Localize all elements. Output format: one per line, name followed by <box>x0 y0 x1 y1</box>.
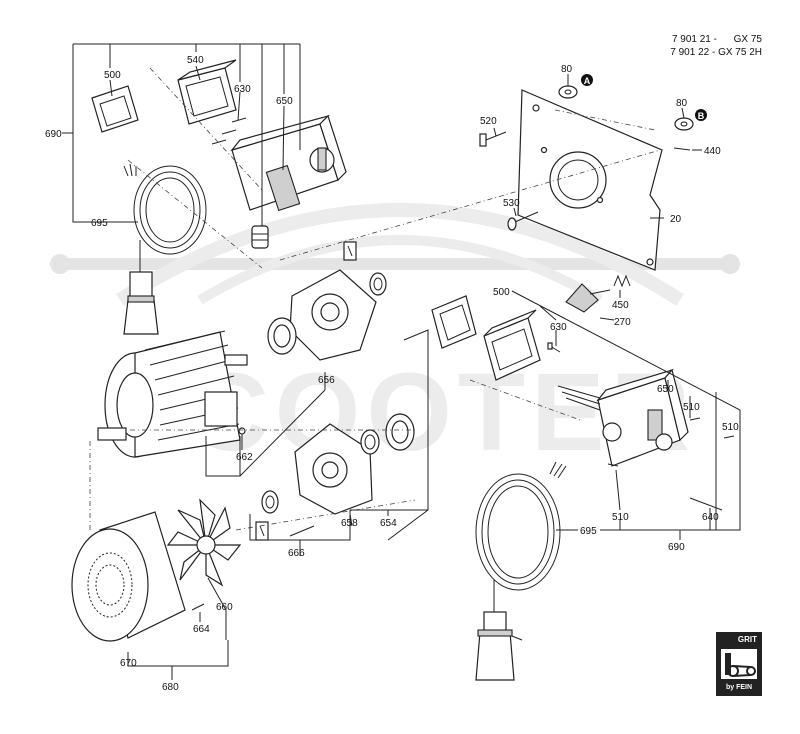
bearing-upper <box>267 317 297 355</box>
screw-666 <box>289 525 315 537</box>
bolt-520 <box>479 131 507 147</box>
grit-logo: GRIT by FEIN <box>716 632 762 696</box>
washer-80b <box>674 117 694 131</box>
screw-640 <box>689 497 723 511</box>
label-80a: 80 <box>561 64 573 75</box>
fan-cover-670 <box>71 511 186 642</box>
leader-lines <box>62 43 741 680</box>
label-500-top: 500 <box>104 70 121 81</box>
label-650-top: 650 <box>276 96 293 107</box>
plate-20 <box>517 89 663 271</box>
scooter-watermark: SCOOTER <box>50 203 740 474</box>
marker-b: B <box>698 111 705 121</box>
gasket-500-top <box>91 85 139 133</box>
plug-695-right <box>475 611 523 681</box>
label-640: 640 <box>702 512 719 523</box>
screws-630-top <box>211 117 247 145</box>
label-540: 540 <box>187 55 204 66</box>
screw-664 <box>191 603 205 611</box>
part-labels: 500 540 630 650 690 695 80 80 520 440 53… <box>45 55 739 693</box>
label-666: 666 <box>288 548 305 559</box>
screw-630-right <box>547 342 561 353</box>
bearing-lower <box>385 413 415 451</box>
switch-box-650-right <box>557 368 689 467</box>
label-20: 20 <box>670 214 682 225</box>
spring-450 <box>613 274 631 288</box>
label-80b: 80 <box>676 98 688 109</box>
logo-bottom-text: by FEIN <box>725 684 753 691</box>
cable-gland-top <box>251 225 269 249</box>
screw-440 <box>673 147 691 151</box>
box-right <box>483 309 541 381</box>
logo-top-text: GRIT <box>737 635 757 644</box>
shield-front-lower <box>294 423 373 515</box>
plug-695-top <box>123 271 159 335</box>
fan-660 <box>166 498 242 587</box>
label-658: 658 <box>341 518 358 529</box>
ring-666-side <box>261 490 279 514</box>
washer-80a <box>558 85 578 99</box>
label-690-top: 690 <box>45 129 62 140</box>
marker-a-icon: A <box>581 74 593 86</box>
cable-695-top <box>123 163 207 275</box>
label-270: 270 <box>614 317 631 328</box>
model-line-1: 7 901 21 - GX 75 <box>671 34 762 45</box>
label-450: 450 <box>612 300 629 311</box>
label-680: 680 <box>162 682 179 693</box>
label-530: 530 <box>503 198 520 209</box>
label-690-right: 690 <box>668 542 685 553</box>
label-500-right: 500 <box>493 287 510 298</box>
label-695-top: 695 <box>91 218 108 229</box>
bolt-530 <box>507 211 539 231</box>
label-510-b: 510 <box>722 422 739 433</box>
label-630-right: 630 <box>550 322 567 333</box>
label-670: 670 <box>120 658 137 669</box>
cable-695-right <box>475 461 567 612</box>
label-660: 660 <box>216 602 233 613</box>
knob-270 <box>565 283 611 313</box>
marker-b-icon: B <box>695 109 707 121</box>
marker-a: A <box>584 76 591 86</box>
label-695-right: 695 <box>580 526 597 537</box>
label-440: 440 <box>704 146 721 157</box>
box-540 <box>177 59 237 125</box>
label-664: 664 <box>193 624 210 635</box>
assembly-lines <box>89 67 661 531</box>
ring-lower <box>360 429 380 455</box>
label-650-right: 650 <box>657 384 674 395</box>
key-icons <box>238 241 357 541</box>
label-662: 662 <box>236 452 253 463</box>
shield-front-upper <box>289 269 377 361</box>
switch-box-650-top <box>230 114 347 212</box>
motor-656 <box>97 330 248 458</box>
label-510-c: 510 <box>612 512 629 523</box>
label-654: 654 <box>380 518 397 529</box>
label-520: 520 <box>480 116 497 127</box>
ring-upper <box>369 272 387 296</box>
screws-510 <box>607 417 735 467</box>
model-line-2: 7 901 22 - GX 75 2H <box>670 47 762 58</box>
gasket-500-right <box>431 295 477 349</box>
label-630-top: 630 <box>234 84 251 95</box>
belt-sander-icon <box>721 649 757 679</box>
label-510-a: 510 <box>683 402 700 413</box>
label-656: 656 <box>318 375 335 386</box>
